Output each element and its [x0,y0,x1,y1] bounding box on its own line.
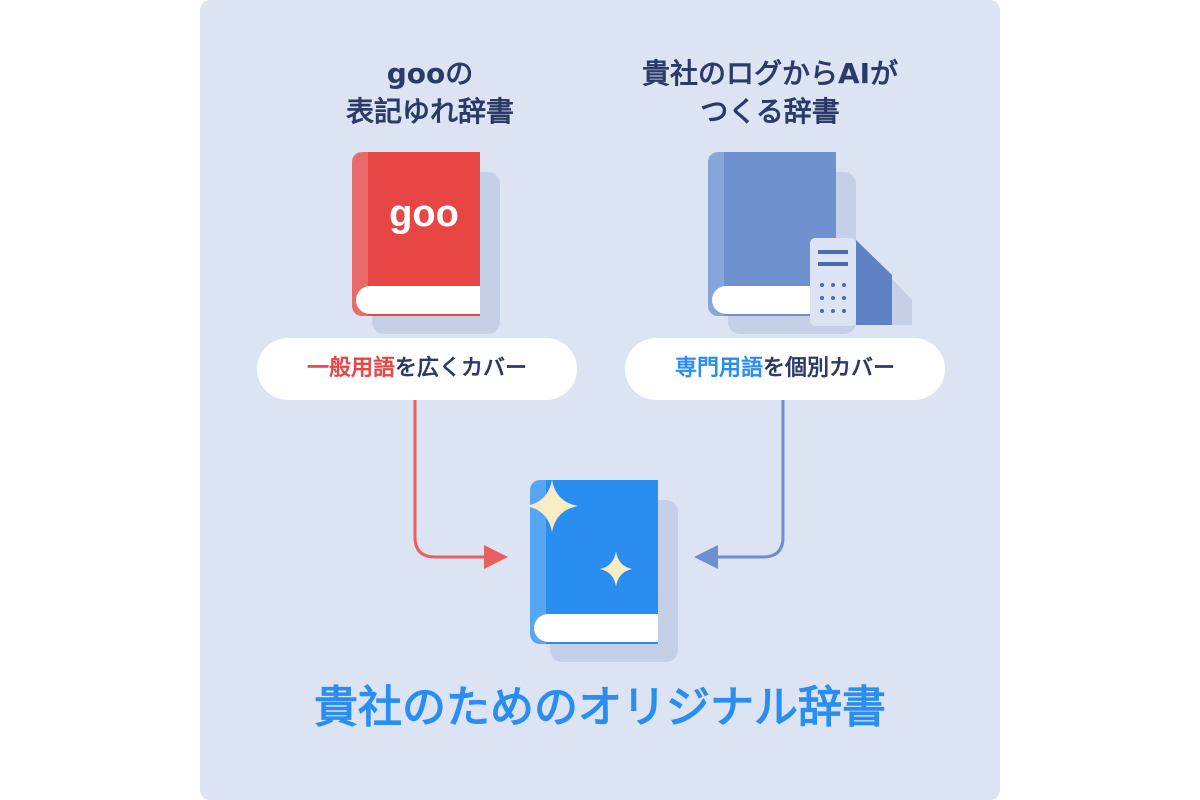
specialized-terms-rest: を個別カバー [763,356,896,381]
result-book-pages [534,614,658,642]
right-arrow-head [694,545,718,569]
original-dictionary-title: 貴社のためのオリジナル辞書 [314,682,886,733]
general-terms-highlight: 一般用語 [306,356,395,381]
goo-dictionary-heading-line2: 表記ゆれ辞書 [345,95,514,128]
specialized-terms-caption: 専門用語を個別カバー [625,338,945,400]
goo-logo: goo [389,193,459,235]
sparkle-icon-small [600,551,632,587]
goo-dictionary-book: goo [352,152,500,334]
goo-book-pages [356,286,480,314]
general-terms-caption: 一般用語を広くカバー [257,338,577,400]
ai-book-pages [712,286,836,314]
sparkle-icon-large [526,480,578,532]
ai-dictionary-heading-line2: つくる辞書 [700,95,840,128]
right-arrow-line [718,400,785,559]
ai-dictionary-heading: 貴社のログからAIが つくる辞書 [600,55,940,131]
general-terms-rest: を広くカバー [395,356,528,381]
ai-dictionary-heading-line1: 貴社のログからAIが [641,57,899,90]
diagram-panel [200,0,1000,800]
ai-dictionary-book [708,152,912,334]
goo-dictionary-heading: gooの 表記ゆれ辞書 [280,55,580,131]
specialized-terms-highlight: 専門用語 [674,356,763,381]
goo-dictionary-heading-line1: gooの [386,57,474,90]
original-dictionary-book [526,480,678,662]
left-arrow-head [484,545,508,569]
document-server-icon [810,238,912,326]
left-arrow-line [413,400,484,559]
